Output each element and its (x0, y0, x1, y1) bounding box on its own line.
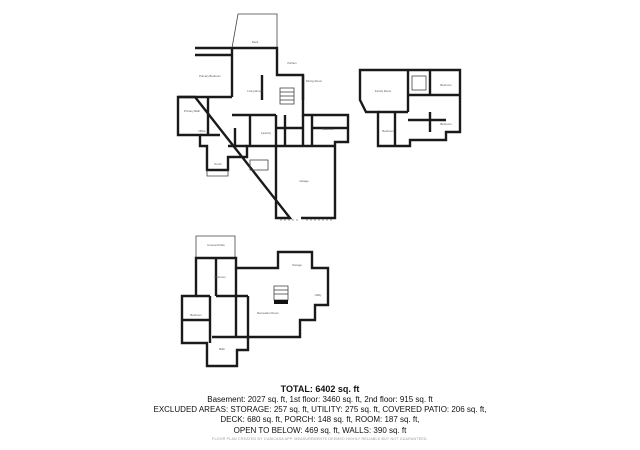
first-floor-partitions (178, 48, 348, 148)
room-label-mudroom: Mudroom (322, 127, 334, 131)
room-label-bedroom-c: Bedroom (440, 122, 452, 126)
room-label-garage: Garage (299, 179, 309, 183)
second-floor-plan: Family Room Bedroom Bedroom Bedroom (358, 68, 462, 148)
basement-partitions (182, 258, 250, 343)
room-label-bedroom-a: Bedroom (440, 83, 452, 87)
total-area: TOTAL: 6402 sq. ft (280, 384, 360, 394)
disclaimer: FLOOR PLAN CREATED BY CUBICASA APP. MEAS… (212, 436, 428, 441)
room-label-porch: Porch (214, 162, 222, 166)
open-to-below (411, 75, 427, 91)
room-label-laundry: Laundry (261, 131, 272, 135)
room-label-rec-room: Recreation Room (257, 311, 279, 315)
room-label-bedroom-d: Bedroom (214, 275, 226, 279)
room-label-bath: Bath (219, 347, 225, 351)
basement-stairs (273, 285, 289, 304)
room-label-utility: Utility (315, 293, 322, 297)
first-floor-plan: Deck Primary Bedroom Kitchen Living Room… (176, 13, 350, 221)
room-label-bedroom-e: Bedroom (190, 313, 202, 317)
room-label-family-room: Family Room (375, 89, 392, 93)
room-label-deck: Deck (252, 40, 259, 44)
room-label-storage: Storage (292, 263, 302, 267)
covered-patio-outline (195, 235, 236, 258)
excluded-areas-line-3: OPEN TO BELOW: 469 sq. ft, WALLS: 390 sq… (233, 425, 407, 435)
room-label-covered-patio: Covered Patio (207, 243, 225, 247)
room-label-primary-bedroom: Primary Bedroom (199, 74, 221, 78)
excluded-areas-line-1: EXCLUDED AREAS: STORAGE: 257 sq. ft, UTI… (153, 405, 487, 415)
excluded-areas-line-2: DECK: 680 sq. ft, PORCH: 148 sq. ft, ROO… (220, 415, 420, 425)
deck-outline (231, 13, 278, 49)
first-floor-stairs (279, 87, 295, 105)
porch-step (249, 159, 269, 171)
room-label-living: Living Room (247, 89, 263, 93)
room-label-bedroom-b: Bedroom (382, 129, 394, 133)
second-floor-partitions (378, 70, 460, 146)
room-label-office: Office (198, 129, 206, 133)
area-summary: TOTAL: 6402 sq. ft Basement: 2027 sq. ft… (0, 384, 640, 442)
basement-plan: Covered Patio Recreation Room Bedroom Be… (180, 235, 330, 368)
floor-areas: Basement: 2027 sq. ft, 1st floor: 3460 s… (207, 395, 433, 404)
stair-landing (274, 300, 288, 304)
second-floor-walls (358, 68, 462, 148)
room-label-dining: Dining Room (306, 79, 323, 83)
room-label-primary-bath: Primary Bath (184, 109, 201, 113)
basement-walls (180, 250, 330, 368)
room-label-kitchen: Kitchen (287, 61, 297, 65)
porch-outline (206, 170, 229, 177)
floor-plan-drawing: Deck Primary Bedroom Kitchen Living Room… (176, 13, 462, 368)
